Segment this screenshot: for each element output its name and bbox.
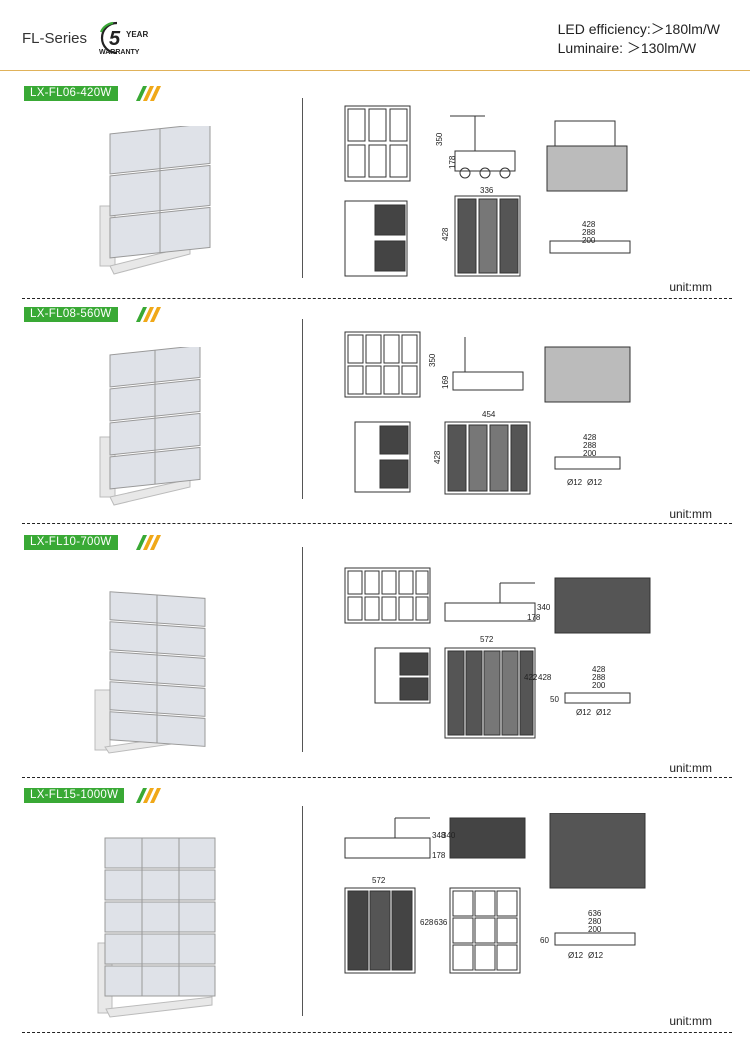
technical-drawing-fl08: 350 169 454 428 428 288 200 Ø12 Ø12	[344, 331, 631, 495]
dim-side: 60	[540, 936, 549, 945]
dim-bracket-2: 288	[582, 228, 596, 237]
dim-bracket-1: 428	[583, 433, 597, 442]
warranty-year: YEAR	[126, 30, 148, 39]
section-divider	[22, 1032, 732, 1033]
product-photo-fl06	[99, 126, 211, 275]
section-divider	[22, 298, 732, 299]
series-title: FL-Series	[22, 30, 88, 47]
dim-bracket-1: 428	[582, 220, 596, 229]
product-section-fl10: LX-FL10-700W 3	[0, 535, 750, 775]
dim-bracket-2: 280	[588, 917, 602, 926]
dim-height: 422	[524, 673, 538, 682]
dim-bracket-3: 200	[583, 449, 597, 458]
warranty-badge: 5 YEAR WARRANTY	[99, 21, 148, 56]
dim-bracket-3: 200	[592, 681, 606, 690]
dim-height: 628	[420, 918, 434, 927]
page-header: FL-Series 5 YEAR WARRANTY LED efficiency…	[0, 0, 750, 70]
dim-bracket-3: 200	[582, 236, 596, 245]
product-section-fl15: LX-FL15-1000W	[0, 788, 750, 1038]
dim-depth2: 178	[448, 155, 457, 169]
dim-depth2: 178	[527, 613, 541, 622]
unit-label: unit:mm	[669, 761, 712, 775]
dim-bracket-2: 288	[583, 441, 597, 450]
dim-width: 572	[372, 876, 386, 885]
dim-depth2: 169	[441, 375, 450, 389]
dim-width: 336	[480, 186, 494, 195]
dim-height: 428	[441, 227, 450, 241]
dim-hole-1: Ø12	[567, 478, 583, 487]
product-section-fl08: LX-FL08-560W 350	[0, 307, 750, 522]
product-photo-fl10	[94, 591, 206, 754]
led-efficiency: LED efficiency:＞180lm/W	[557, 21, 720, 37]
dim-bracket-1: 636	[588, 909, 602, 918]
luminaire-efficiency: Luminaire: ＞130lm/W	[557, 40, 697, 56]
section-separator	[302, 547, 303, 752]
dim-hole-1: Ø12	[568, 951, 584, 960]
section-separator	[302, 806, 303, 1016]
dim-hole-1: Ø12	[576, 708, 592, 717]
model-tag: LX-FL15-1000W	[24, 788, 125, 803]
unit-label: unit:mm	[669, 507, 712, 521]
dim-depth: 350	[435, 132, 444, 146]
product-section-fl06: LX-FL06-420W	[0, 86, 750, 301]
technical-drawing-fl06: 350 178 336 428 428 288 200	[344, 105, 631, 277]
section-separator	[302, 98, 303, 278]
model-tag: LX-FL08-560W	[24, 307, 118, 322]
dim-width: 454	[482, 410, 496, 419]
product-photo-fl08	[99, 347, 201, 506]
dim-depth3: 178	[432, 851, 446, 860]
header-divider	[0, 70, 750, 71]
dim-hole-2: Ø12	[588, 951, 604, 960]
dim-hole-2: Ø12	[596, 708, 612, 717]
dim-bracket-2: 288	[592, 673, 606, 682]
model-tag: LX-FL10-700W	[24, 535, 118, 550]
tag-stripes	[136, 535, 161, 550]
dim-bracket-3: 200	[588, 925, 602, 934]
dim-depth2: 340	[442, 831, 456, 840]
model-tag: LX-FL06-420W	[24, 86, 118, 101]
dim-bracket-1: 428	[592, 665, 606, 674]
warranty-word: WARRANTY	[99, 49, 140, 56]
dim-depth: 340	[537, 603, 551, 612]
technical-drawing-fl15: 348 340 178 572 628 636 636 280 200 60 Ø…	[344, 813, 646, 974]
dim-depth: 348	[432, 831, 446, 840]
section-separator	[302, 319, 303, 499]
dim-width: 572	[480, 635, 494, 644]
efficiency-block: LED efficiency:＞180lm/W Luminaire: ＞130l…	[558, 20, 720, 58]
technical-drawing-fl10: 340 178 572 422 428 428 288 200 50 Ø12 Ø…	[344, 567, 651, 739]
dim-height: 428	[433, 450, 442, 464]
section-divider	[22, 777, 732, 778]
dim-side: 50	[550, 695, 559, 704]
product-photo-fl15	[97, 837, 216, 1018]
dim-height2: 636	[434, 918, 448, 927]
dim-depth: 350	[428, 353, 437, 367]
unit-label: unit:mm	[669, 280, 712, 294]
unit-label: unit:mm	[669, 1014, 712, 1028]
dim-hole-2: Ø12	[587, 478, 603, 487]
section-divider	[22, 523, 732, 524]
tag-stripes	[136, 307, 161, 322]
tag-stripes	[136, 86, 161, 101]
tag-stripes	[136, 788, 161, 803]
warranty-number: 5	[109, 28, 121, 50]
dim-height2: 428	[538, 673, 552, 682]
